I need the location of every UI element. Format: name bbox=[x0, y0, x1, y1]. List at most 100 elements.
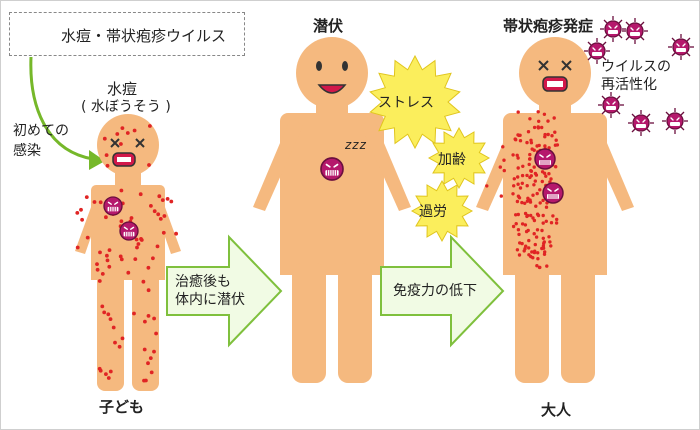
rash-dot bbox=[152, 316, 157, 321]
rash-dot bbox=[158, 217, 163, 221]
rash-dot bbox=[551, 214, 555, 218]
rash-dot bbox=[119, 142, 123, 146]
rash-dot bbox=[513, 137, 517, 141]
rash-dot bbox=[516, 110, 520, 114]
rash-dot bbox=[515, 199, 520, 204]
rash-dot bbox=[529, 213, 533, 218]
transition-arrow-1 bbox=[166, 234, 283, 348]
rash-dot bbox=[514, 222, 518, 226]
rash-dot bbox=[119, 188, 124, 193]
rash-dot bbox=[523, 247, 527, 251]
rash-dot bbox=[520, 241, 524, 246]
rash-dot bbox=[511, 224, 516, 229]
rash-dot bbox=[138, 192, 143, 197]
rash-dot bbox=[520, 173, 525, 178]
rash-dot bbox=[525, 213, 530, 218]
rash-dot bbox=[146, 314, 151, 318]
rash-dot bbox=[523, 201, 527, 205]
rash-dot bbox=[544, 174, 548, 178]
rash-dot bbox=[106, 376, 111, 380]
rash-dot bbox=[156, 212, 161, 217]
rash-dot bbox=[541, 198, 545, 203]
rash-dot bbox=[516, 194, 521, 198]
rash-dot bbox=[541, 221, 545, 225]
rash-dot bbox=[541, 213, 545, 218]
rash-dot bbox=[533, 242, 537, 247]
transition-1-line2: 体内に潜伏 bbox=[175, 292, 245, 308]
rash-dot bbox=[105, 163, 110, 168]
rash-dot bbox=[520, 200, 524, 205]
rash-dot bbox=[533, 179, 537, 183]
rash-dot bbox=[521, 164, 525, 168]
rash-dot bbox=[525, 173, 529, 178]
rash-dot bbox=[516, 156, 520, 160]
rash-dot bbox=[527, 238, 531, 243]
child-face bbox=[110, 138, 145, 167]
rash-dot bbox=[147, 163, 151, 167]
rash-dot bbox=[541, 236, 545, 240]
latent-face bbox=[316, 61, 348, 94]
rash-dot bbox=[518, 139, 523, 143]
rash-dot bbox=[136, 242, 141, 246]
rash-dot bbox=[525, 199, 530, 203]
rash-dot bbox=[527, 162, 531, 167]
rash-dot bbox=[526, 130, 531, 134]
rash-dot bbox=[516, 212, 520, 217]
rash-dot bbox=[554, 221, 559, 225]
rash-dot bbox=[542, 112, 547, 117]
rash-dot bbox=[85, 235, 90, 240]
rash-dot bbox=[526, 228, 530, 233]
reactivation-line1: ウイルスの bbox=[601, 59, 671, 75]
rash-dot bbox=[133, 257, 138, 261]
rash-dot bbox=[155, 244, 160, 249]
rash-dot bbox=[547, 146, 551, 150]
rash-dot bbox=[528, 198, 532, 202]
rash-dot bbox=[115, 132, 120, 136]
rash-dot bbox=[104, 153, 109, 158]
rash-dot bbox=[540, 170, 545, 174]
rash-dot bbox=[553, 130, 557, 134]
rash-dot bbox=[79, 207, 83, 212]
rash-dot bbox=[162, 214, 167, 218]
rash-dot bbox=[501, 145, 505, 149]
rash-dot bbox=[529, 138, 533, 142]
rash-dot bbox=[536, 251, 540, 255]
rash-dot bbox=[554, 138, 558, 142]
rash-dot bbox=[129, 216, 134, 220]
adult-face bbox=[538, 60, 572, 92]
rash-dot bbox=[107, 264, 112, 269]
rash-dot bbox=[550, 134, 554, 138]
rash-dot bbox=[108, 369, 113, 374]
rash-dot bbox=[512, 177, 516, 181]
rash-dot bbox=[532, 232, 536, 236]
rash-dot bbox=[536, 110, 540, 114]
rash-dot bbox=[148, 124, 152, 128]
rash-dot bbox=[107, 248, 112, 253]
rash-dot bbox=[543, 250, 547, 254]
rash-dot bbox=[534, 204, 538, 208]
rash-dot bbox=[161, 230, 166, 235]
rash-dot bbox=[502, 168, 506, 173]
rash-dot bbox=[546, 119, 550, 123]
rash-dot bbox=[525, 140, 529, 145]
rash-dot bbox=[538, 265, 542, 270]
rash-dot bbox=[98, 200, 103, 205]
rash-dot bbox=[515, 248, 520, 252]
rash-dot bbox=[511, 153, 515, 157]
aging-burst bbox=[427, 126, 491, 190]
trigger-stress: ストレス bbox=[378, 95, 434, 111]
transition-1-line1: 治癒後も bbox=[175, 274, 231, 290]
rash-dot bbox=[149, 370, 154, 375]
rash-dot bbox=[532, 125, 537, 130]
reactivation-line2: 再活性化 bbox=[601, 77, 657, 93]
rash-dot bbox=[105, 258, 110, 263]
transition-2-label: 免疫力の低下 bbox=[393, 283, 477, 299]
rash-dot bbox=[532, 250, 537, 255]
child-rash-dots bbox=[75, 124, 179, 383]
rash-dot bbox=[518, 186, 523, 190]
rash-dot bbox=[531, 216, 535, 220]
rash-dot bbox=[535, 144, 539, 148]
rash-dot bbox=[117, 344, 122, 349]
rash-dot bbox=[545, 264, 549, 268]
